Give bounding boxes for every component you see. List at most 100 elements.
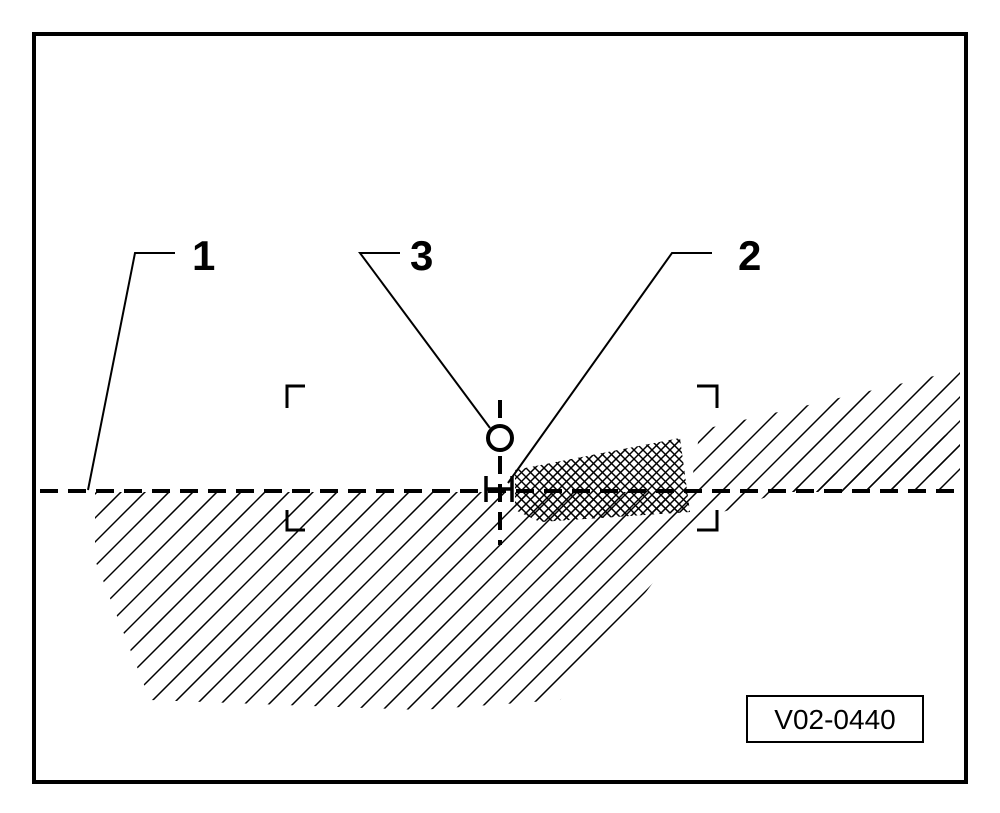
hatch-line	[95, 430, 593, 710]
hatch-line	[0, 213, 448, 813]
hatch-line	[982, 213, 1000, 813]
hatch-line	[95, 430, 569, 710]
hatch-line	[95, 430, 353, 710]
hatch-line	[0, 213, 280, 813]
hatch-line	[0, 213, 97, 813]
hatch-line	[0, 213, 268, 813]
hatch-line	[515, 438, 690, 522]
hatch-line	[0, 213, 322, 813]
hatch-line	[515, 438, 690, 522]
hatch-line	[0, 213, 475, 813]
hatch-line	[0, 213, 151, 813]
hatch-line	[95, 430, 257, 710]
hatch-line	[991, 213, 1000, 813]
hatch-line	[399, 430, 960, 710]
hatch-line	[95, 430, 161, 710]
hatch-line	[515, 438, 674, 522]
hatch-line	[231, 430, 833, 710]
hatch-line	[955, 213, 1000, 813]
hatch-line	[0, 213, 511, 813]
hatch-line	[982, 213, 1000, 813]
hatch-line	[0, 213, 268, 813]
hatch-line	[0, 213, 385, 813]
hatch-line	[0, 213, 97, 813]
hatch-line	[0, 213, 133, 813]
hatch-line	[515, 438, 557, 522]
hatch-line	[0, 213, 331, 813]
hatch-line	[0, 213, 430, 813]
hatch-line	[515, 438, 521, 522]
hatch-line	[515, 438, 690, 522]
hatch-line	[0, 213, 340, 813]
callout-number-1: 1	[192, 232, 215, 279]
hatch-line	[515, 438, 690, 522]
hatch-line	[0, 213, 160, 813]
hatch-line	[0, 213, 136, 813]
hatch-line	[515, 438, 690, 522]
hatch-line	[95, 430, 521, 710]
hatch-line	[0, 213, 52, 813]
hatch-line	[95, 430, 329, 710]
hatch-line	[0, 213, 502, 813]
hatch-line	[0, 213, 313, 813]
hatch-line	[0, 213, 106, 813]
hatch-line	[0, 213, 61, 813]
hatch-line	[0, 213, 124, 813]
hatch-line	[95, 430, 305, 710]
hatch-line	[515, 438, 690, 522]
callout-number-2: 2	[738, 232, 761, 279]
hatch-line	[0, 213, 61, 813]
hatch-line	[976, 213, 1000, 813]
hatch-line	[0, 213, 142, 813]
hatch-line	[0, 213, 16, 813]
hatch-line	[0, 213, 169, 813]
hatch-line	[207, 430, 809, 710]
hatch-line	[0, 213, 511, 813]
diagram-frame	[32, 32, 968, 784]
hatch-line	[0, 213, 403, 813]
hatch-line	[0, 213, 424, 813]
hatch-line	[375, 430, 960, 710]
hatch-line	[0, 213, 349, 813]
hatch-line	[515, 438, 674, 522]
hatch-line	[515, 438, 690, 522]
hatch-line	[0, 213, 385, 813]
hatch-line	[0, 213, 16, 813]
hatch-line	[0, 213, 7, 813]
hatch-line	[0, 213, 412, 813]
hatch-line	[0, 213, 472, 813]
hatch-line	[0, 213, 358, 813]
hatch-line	[0, 213, 169, 813]
hatch-line	[0, 213, 367, 813]
hatch-line	[0, 213, 115, 813]
hatch-line	[95, 430, 665, 710]
hatch-line	[327, 430, 929, 710]
hatch-line	[0, 213, 502, 813]
hatch-line	[0, 213, 52, 813]
hatch-line	[515, 438, 638, 522]
hatch-line	[515, 438, 602, 522]
hatch-line	[515, 438, 690, 522]
hatch-line	[0, 213, 88, 813]
hatch-line	[0, 213, 376, 813]
hatch-line	[515, 438, 690, 522]
hatch-line	[515, 438, 690, 522]
hatch-line	[515, 438, 690, 522]
hatch-line	[0, 213, 196, 813]
hatch-line	[0, 213, 448, 813]
hatch-line	[951, 370, 960, 492]
hatch-line	[515, 438, 690, 522]
break-point-mark	[484, 476, 514, 502]
hatch-line	[303, 430, 905, 710]
hatch-line	[95, 430, 473, 710]
hatch-line	[95, 430, 497, 710]
leader-lines	[87, 252, 712, 491]
hatch-line	[0, 213, 151, 813]
hatch-line	[515, 438, 593, 522]
hatch-line	[515, 438, 690, 522]
hatch-line	[515, 438, 690, 522]
hatch-line	[0, 213, 403, 813]
hatch-line	[0, 213, 184, 813]
hatch-line	[515, 438, 656, 522]
hatch-line	[515, 438, 530, 522]
